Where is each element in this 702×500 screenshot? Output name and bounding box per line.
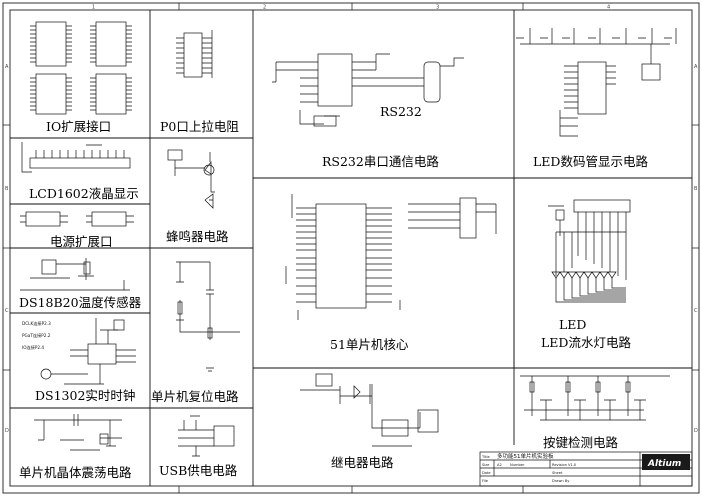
p0-pullup-circuit: P0口上拉电阻 bbox=[160, 30, 239, 134]
keys-circuit: 按键检测电路 bbox=[520, 375, 670, 450]
led-segment-circuit: LED数码管显示电路 bbox=[516, 28, 677, 169]
section-title-keys: 按键检测电路 bbox=[543, 435, 619, 450]
row-marker: B bbox=[694, 186, 698, 192]
revision-label: Revision bbox=[552, 463, 567, 467]
relay-circuit: 继电器电路 bbox=[300, 373, 439, 470]
lcd1602-circuit: LCD1602液晶显示 bbox=[21, 142, 139, 201]
crystal-circuit: 单片机晶体震荡电路 bbox=[19, 414, 132, 480]
title-value: 多功能51单片机实验板 bbox=[497, 452, 554, 460]
io-expansion-circuit: IO扩展接口 bbox=[30, 21, 132, 134]
buzzer-circuit: 蜂鸣器电路 bbox=[166, 149, 229, 244]
rs232-circuit: RS232 RS232串口通信电路 bbox=[272, 53, 464, 169]
number-label: Number bbox=[510, 463, 525, 467]
section-title-usb: USB供电电路 bbox=[159, 463, 238, 478]
section-title-crystal: 单片机晶体震荡电路 bbox=[19, 465, 132, 480]
mcu-core-circuit: 51单片机核心 bbox=[285, 194, 497, 352]
ds1302-note-io: IO连接P2.4 bbox=[22, 344, 44, 351]
row-marker: C bbox=[5, 308, 9, 314]
rs232-chip-label: RS232 bbox=[380, 104, 422, 119]
file-label: File bbox=[482, 479, 489, 483]
ds18b20-circuit: DS18B20温度传感器 bbox=[19, 258, 142, 310]
row-marker: B bbox=[5, 186, 9, 192]
row-marker: A bbox=[694, 64, 698, 70]
section-dividers bbox=[10, 10, 692, 486]
section-title-led-seg: LED数码管显示电路 bbox=[533, 154, 648, 169]
col-marker: 4 bbox=[607, 5, 610, 11]
sheet-frame: 1 2 3 4 A B C D A B C D bbox=[2, 2, 700, 494]
reset-circuit: 单片机复位电路 bbox=[151, 261, 240, 404]
power-expansion-circuit: 电源扩展口 bbox=[20, 211, 134, 249]
ds1302-circuit: DCLK连接P2.3 PGaT连接P2.2 IO连接P2.4 DS1302实时时… bbox=[22, 318, 136, 403]
title-block: Title 多功能51单片机实验板 Size A2 Number Revisio… bbox=[479, 451, 693, 487]
row-marker: A bbox=[5, 64, 9, 70]
col-marker: 3 bbox=[436, 5, 439, 11]
row-marker: C bbox=[694, 308, 698, 314]
row-marker: D bbox=[5, 428, 9, 434]
sheet-label: Sheet bbox=[552, 471, 563, 475]
row-marker: D bbox=[694, 428, 698, 434]
section-title-rs232: RS232串口通信电路 bbox=[322, 154, 439, 169]
col-marker: 2 bbox=[263, 5, 266, 11]
revision-value: V1.0 bbox=[568, 463, 577, 467]
section-title-io: IO扩展接口 bbox=[46, 119, 111, 134]
usb-circuit: USB供电电路 bbox=[159, 415, 238, 478]
section-title-reset: 单片机复位电路 bbox=[151, 389, 239, 404]
section-title-lcd: LCD1602液晶显示 bbox=[29, 186, 139, 201]
altium-logo: Altium bbox=[647, 459, 681, 469]
size-label: Size bbox=[482, 463, 490, 467]
size-value: A2 bbox=[497, 463, 502, 467]
led-label: LED bbox=[559, 317, 586, 332]
section-title-ds1302: DS1302实时时钟 bbox=[35, 388, 135, 403]
date-label: Date bbox=[482, 471, 491, 475]
col-marker: 1 bbox=[92, 5, 95, 11]
ds1302-note-rst: PGaT连接P2.2 bbox=[22, 332, 51, 339]
ds1302-note-clk: DCLK连接P2.3 bbox=[22, 320, 51, 327]
section-title-relay: 继电器电路 bbox=[331, 455, 394, 470]
title-label: Title bbox=[481, 455, 490, 459]
section-title-mcu: 51单片机核心 bbox=[330, 337, 409, 352]
section-title-power: 电源扩展口 bbox=[50, 234, 113, 249]
section-title-buzzer: 蜂鸣器电路 bbox=[166, 229, 229, 244]
section-title-p0: P0口上拉电阻 bbox=[160, 119, 239, 134]
section-title-ds18b20: DS18B20温度传感器 bbox=[19, 295, 142, 310]
drawn-by-label: Drawn By bbox=[552, 479, 570, 483]
led-flow-circuit: LED LED流水灯电路 bbox=[541, 199, 631, 350]
section-title-led-flow: LED流水灯电路 bbox=[541, 335, 631, 350]
